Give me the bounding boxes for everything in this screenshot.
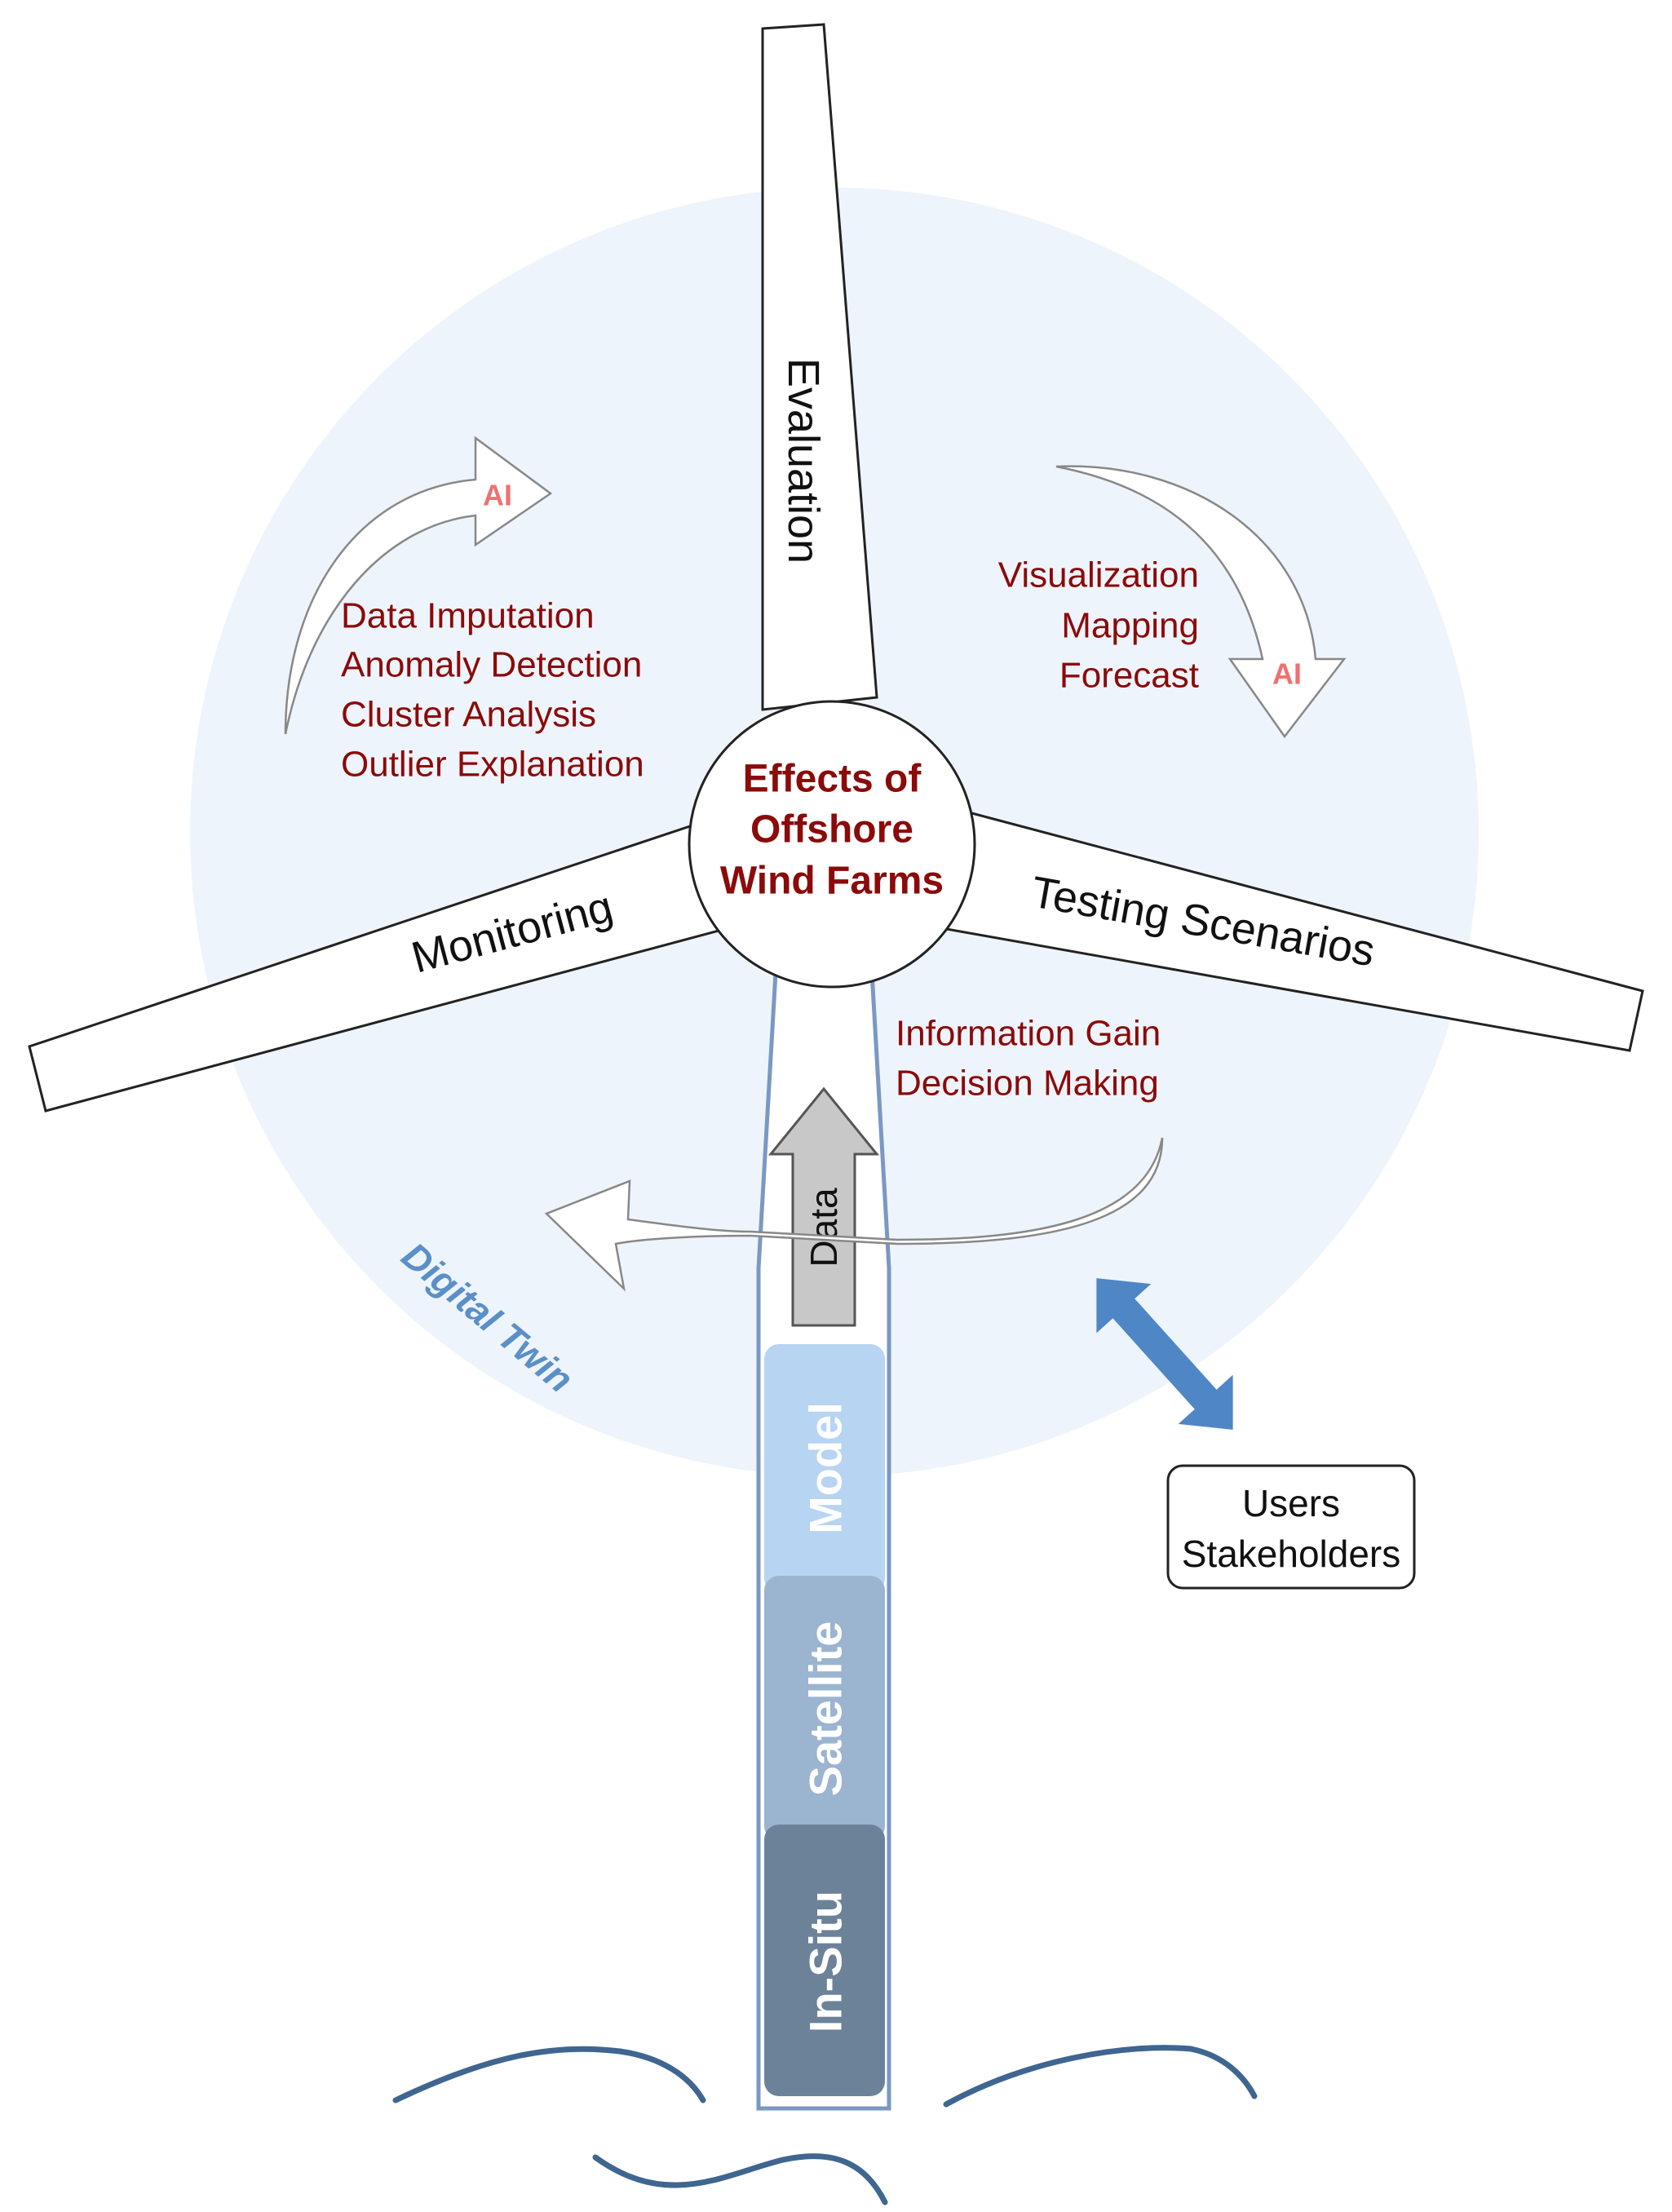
- method-forecast: Forecast: [1059, 656, 1199, 696]
- users-label: Users: [1242, 1482, 1340, 1524]
- hub-line-3: Wind Farms: [720, 860, 944, 903]
- stakeholders-label: Stakeholders: [1182, 1533, 1401, 1575]
- ai-arrow-left: [284, 436, 553, 735]
- users-box: [1166, 1464, 1416, 1590]
- blade-top-label: Evaluation: [779, 358, 828, 564]
- feedback-arrow: [544, 1137, 1164, 1292]
- outcome-decision-making: Decision Making: [896, 1064, 1159, 1104]
- method-mapping: Mapping: [1061, 606, 1199, 646]
- hub-line-2: Offshore: [750, 808, 913, 852]
- hub: [688, 700, 976, 989]
- method-cluster-analysis: Cluster Analysis: [341, 695, 596, 735]
- layer-satellite-label: Satellite: [800, 1621, 851, 1797]
- layer-model: [764, 1344, 885, 1593]
- wave-bottom: [592, 2153, 888, 2205]
- wave-left: [392, 2046, 706, 2104]
- method-data-imputation: Data Imputation: [341, 596, 595, 636]
- data-arrow-label: Data: [803, 1188, 845, 1267]
- layer-model-label: Model: [800, 1402, 851, 1534]
- outcome-information-gain: Information Gain: [896, 1014, 1161, 1054]
- ai-arrow-right: [1055, 465, 1347, 739]
- ai-label-left: AI: [483, 479, 512, 512]
- layer-in-situ: [764, 1825, 885, 2096]
- data-arrow: [767, 1086, 880, 1327]
- method-visualization: Visualization: [998, 555, 1199, 595]
- blade-top: [761, 23, 878, 711]
- hub-line-1: Effects of: [743, 758, 922, 801]
- layer-satellite: [764, 1576, 885, 1841]
- wave-right: [943, 2045, 1258, 2108]
- users-double-arrow: [1096, 1278, 1233, 1430]
- method-outlier-explanation: Outlier Explanation: [341, 745, 644, 785]
- ai-label-right: AI: [1272, 657, 1302, 691]
- method-anomaly-detection: Anomaly Detection: [341, 645, 642, 685]
- layer-in-situ-label: In-Situ: [800, 1891, 851, 2033]
